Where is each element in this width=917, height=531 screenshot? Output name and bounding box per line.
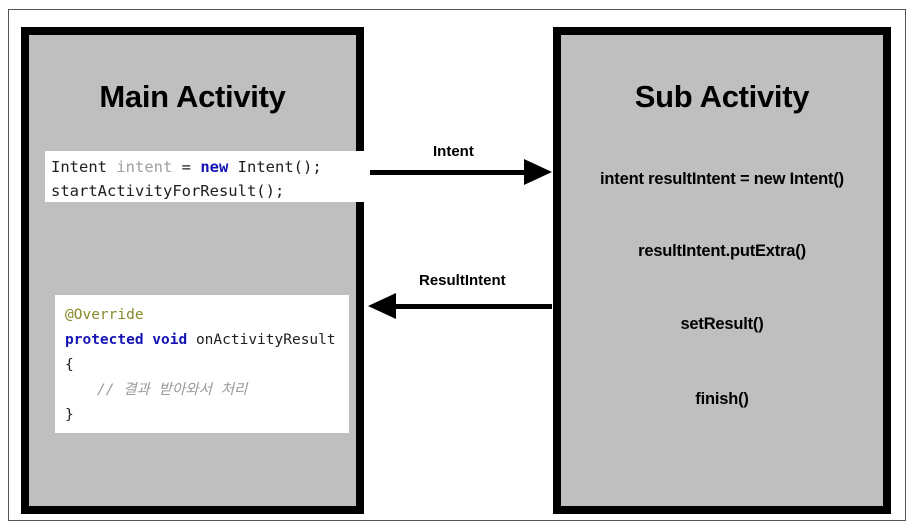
sub-activity-box: Sub Activity intent resultIntent = new I… bbox=[553, 27, 891, 514]
code-token-brace-open: { bbox=[65, 357, 74, 373]
sub-activity-statement-put-extra: resultIntent.putExtra() bbox=[638, 242, 806, 260]
code-token-modifiers: protected void bbox=[65, 332, 188, 348]
code-line: protected void onActivityResult bbox=[65, 328, 349, 353]
sub-activity-statement-finish: finish() bbox=[695, 390, 749, 408]
arrow-head-left-icon bbox=[368, 293, 396, 319]
sub-activity-title: Sub Activity bbox=[634, 79, 810, 114]
code-token-variable: intent bbox=[116, 158, 173, 176]
code-token-annotation: @Override bbox=[65, 307, 144, 323]
code-token-brace-close: } bbox=[65, 407, 74, 423]
code-line: } bbox=[65, 403, 349, 428]
code-line: // 결과 받아와서 처리 bbox=[65, 378, 349, 403]
code-line: { bbox=[65, 353, 349, 378]
code-token-comment: // 결과 받아와서 처리 bbox=[97, 382, 248, 398]
arrow-result-intent-label: ResultIntent bbox=[419, 272, 506, 289]
sub-activity-statement-set-result: setResult() bbox=[680, 315, 764, 333]
arrow-intent-label: Intent bbox=[433, 143, 474, 160]
main-activity-box: Main Activity Intent intent = new Intent… bbox=[21, 27, 364, 514]
main-activity-title: Main Activity bbox=[99, 79, 286, 114]
arrow-intent-shaft bbox=[370, 170, 528, 175]
outer-frame bbox=[8, 9, 906, 521]
code-token-call: startActivityForResult(); bbox=[51, 182, 285, 200]
code-token-constructor: Intent(); bbox=[228, 158, 322, 176]
code-line: startActivityForResult(); bbox=[51, 179, 364, 202]
sub-activity-statement-create-intent: intent resultIntent = new Intent() bbox=[600, 170, 844, 188]
code-token-operator: = bbox=[172, 158, 201, 176]
code-line: Intent intent = new Intent(); bbox=[51, 155, 364, 179]
code-token-type: Intent bbox=[51, 158, 117, 176]
code-block-on-activity-result: @Override protected void onActivityResul… bbox=[55, 295, 349, 433]
code-block-start-activity: Intent intent = new Intent(); startActiv… bbox=[45, 151, 364, 202]
arrow-result-intent-shaft bbox=[394, 304, 552, 309]
code-line: @Override bbox=[65, 303, 349, 328]
code-token-method-name: onActivityResult bbox=[187, 332, 336, 348]
code-token-keyword-new: new bbox=[200, 158, 229, 176]
arrow-head-right-icon bbox=[524, 159, 552, 185]
